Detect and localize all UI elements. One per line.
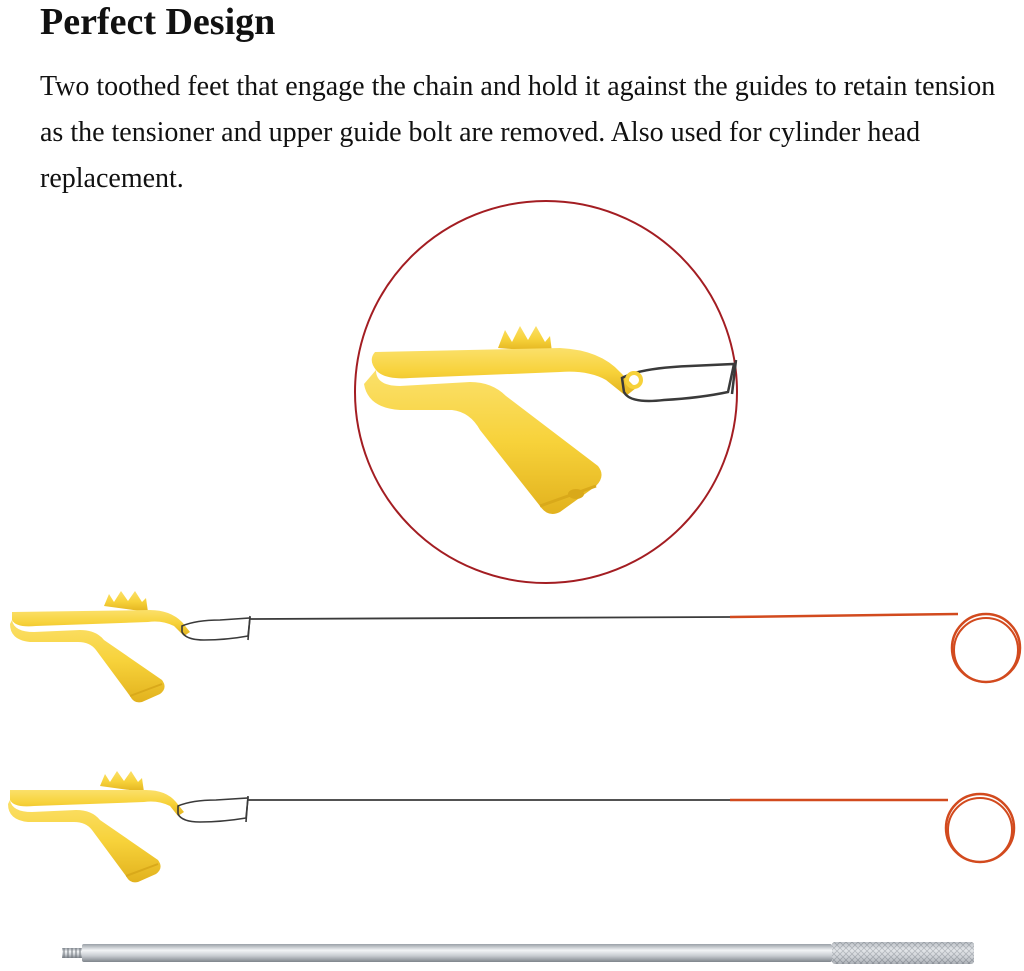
page-title: Perfect Design [40, 1, 276, 43]
tool-1-icon [10, 591, 1022, 703]
rod-icon [62, 942, 974, 964]
tool-2-icon [8, 771, 1016, 883]
zoom-view-icon [354, 200, 738, 584]
description-text: Two toothed feet that engage the chain a… [40, 71, 996, 194]
